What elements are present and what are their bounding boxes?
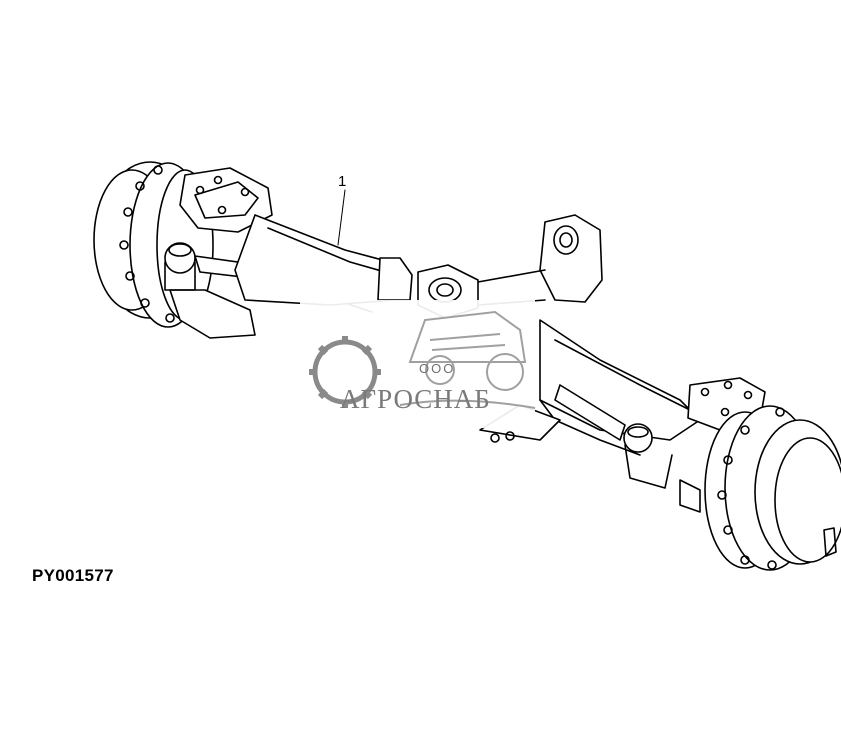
watermark-company-prefix: ООО	[419, 361, 456, 376]
tractor-icon	[399, 310, 536, 409]
right-tie-rod-end	[554, 384, 673, 489]
callout-leader-line	[337, 189, 346, 246]
axle-beam-left	[234, 214, 413, 306]
watermark-company-name: АГРОСНАБ	[340, 384, 491, 414]
gear-icon	[309, 336, 381, 408]
right-wheel-hub	[704, 405, 841, 571]
left-knuckle	[169, 167, 273, 339]
figure-code: PY001577	[32, 566, 114, 585]
watermark-logo	[300, 300, 536, 428]
part-callout-number: 1	[338, 173, 347, 190]
